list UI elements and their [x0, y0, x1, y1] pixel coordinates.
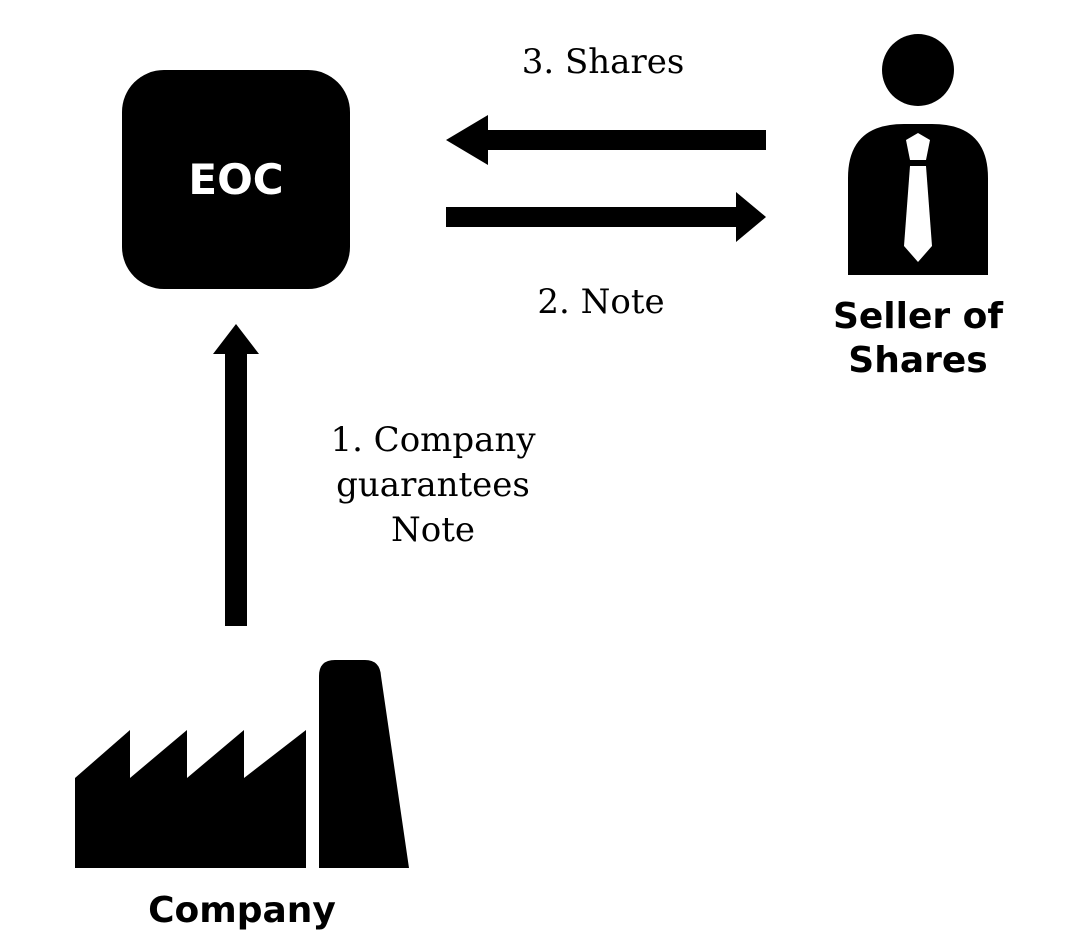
guarantee-arrow	[213, 324, 259, 626]
note-edge: 2. Note	[446, 192, 766, 322]
shares-edge: 3. Shares	[446, 42, 766, 165]
note-arrow	[446, 192, 766, 242]
factory-icon	[75, 660, 409, 868]
shares-arrow	[446, 115, 766, 165]
guarantee-label-line1: 1. Company	[330, 420, 536, 460]
note-label: 2. Note	[537, 282, 664, 322]
guarantee-edge: 1. Company guarantees Note	[213, 324, 536, 626]
eoc-node: EOC	[122, 70, 350, 289]
company-node: Company	[75, 660, 409, 931]
guarantee-label-line3: Note	[391, 510, 475, 550]
guarantee-label-line2: guarantees	[336, 465, 530, 505]
shares-label: 3. Shares	[522, 42, 685, 82]
eoc-box	[122, 70, 350, 289]
seller-node: Seller of Shares	[833, 34, 1003, 381]
company-label: Company	[148, 890, 336, 931]
seller-label-line1: Seller of	[833, 296, 1003, 337]
eoc-label: EOC	[188, 155, 283, 204]
seller-label-line2: Shares	[848, 340, 987, 381]
person-icon	[848, 34, 988, 275]
